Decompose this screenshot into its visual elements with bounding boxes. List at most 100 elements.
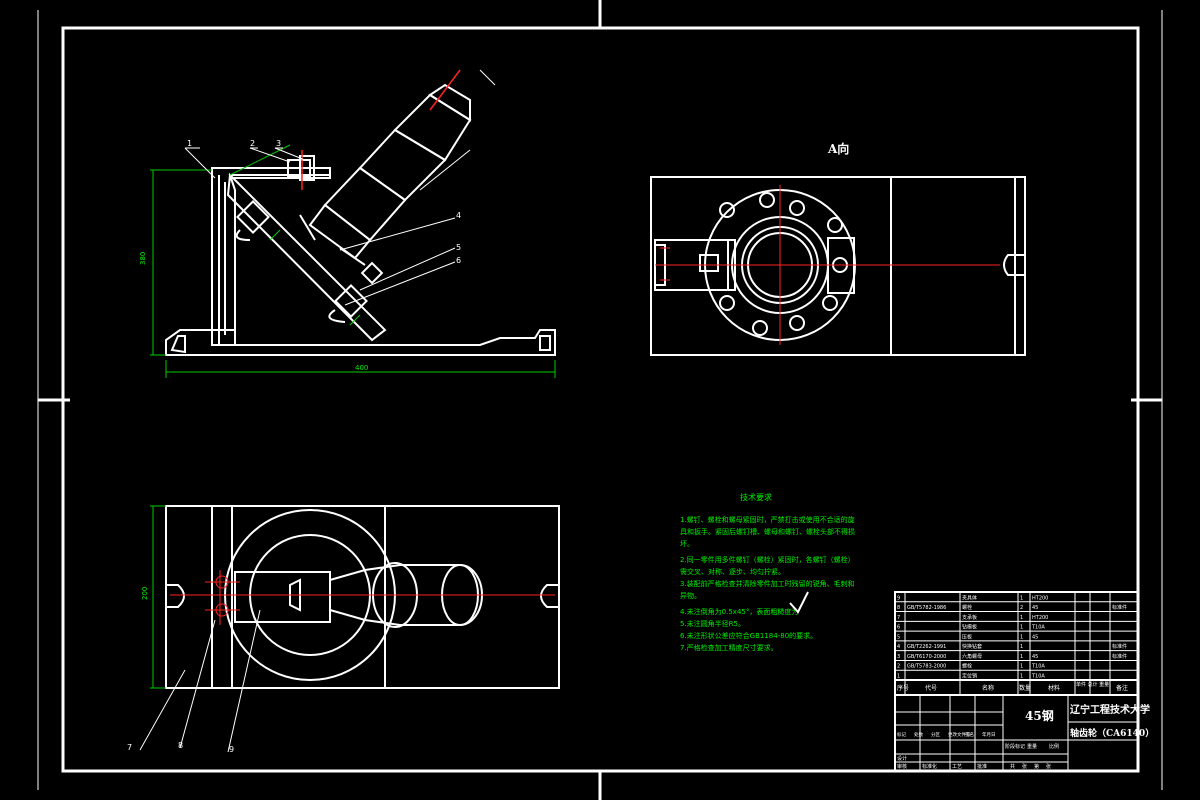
tech-note-line: 7.严格检查加工精度尺寸要求。 [680, 643, 778, 652]
hdr-name: 名称 [982, 684, 994, 692]
balloon-1: 1 [187, 139, 192, 148]
bom-seq: 4 [897, 644, 900, 650]
title-part-name: 轴齿轮（CA6140） [1070, 727, 1154, 739]
sign-label: 分区 [931, 731, 940, 738]
bom-mat: T10A [1031, 674, 1045, 680]
sign-label2: 审核 [897, 763, 907, 770]
hdr-code: 代号 [925, 684, 937, 692]
roughness-symbol [789, 591, 809, 614]
bom-mat: T10A [1031, 664, 1045, 670]
bom-remark: 标准件 [1112, 653, 1127, 660]
bom-name: 夹具体 [962, 594, 977, 601]
bom-seq: 5 [897, 634, 900, 640]
tech-note-line: 具和扳手。紧固后螺钉槽、螺母和螺钉、螺栓头部不得损 [680, 527, 855, 536]
sign-label: 处数 [914, 731, 923, 738]
sign-label: 年月日 [982, 731, 996, 738]
bom-mat: 45 [1032, 634, 1038, 640]
hdr-weight: 单件 总计 重量 [1076, 681, 1109, 688]
bom-qty: 2 [1020, 605, 1023, 611]
bom-mat: 45 [1032, 654, 1038, 660]
hdr-material: 材料 [1048, 684, 1060, 692]
bom-mat: HT200 [1032, 595, 1048, 601]
bom-qty: 1 [1020, 654, 1023, 660]
bom-qty: 1 [1020, 644, 1023, 650]
balloon-9: 9 [229, 745, 234, 754]
bom-seq: 3 [897, 654, 900, 660]
hdr-seq: 序号 [897, 684, 909, 692]
sign-label: 签名 [965, 731, 974, 738]
sign-label2: 标准化 [922, 763, 937, 770]
sheet-label: 张 [1046, 763, 1051, 770]
tech-note-line: 4.未注倒角为0.5x45°，表面粗糙度为 [680, 607, 798, 616]
balloon-6: 6 [456, 256, 461, 265]
balloon-5: 5 [456, 243, 461, 252]
balloon-7: 7 [127, 743, 132, 752]
bom-seq: 2 [897, 664, 900, 670]
tech-note-line: 2.同一零件用多件螺钉（螺栓）紧固时，各螺钉（螺栓） [680, 555, 855, 564]
bom-name: 钻模板 [962, 624, 977, 631]
bom-seq: 6 [897, 625, 900, 631]
tech-note-line: 需交叉、对称、逐步、均匀拧紧。 [680, 567, 785, 576]
tech-notes: 技术要求 1.螺钉、螺栓和螺母紧固时，严禁打击或使用不合适的旋具和扳手。紧固后螺… [680, 492, 855, 652]
bom-qty: 1 [1020, 674, 1023, 680]
bom-remark: 标准件 [1112, 643, 1127, 650]
bom-qty: 1 [1020, 615, 1023, 621]
tech-notes-title: 技术要求 [740, 492, 772, 502]
bom-seq: 7 [897, 615, 900, 621]
tech-note-line: 5.未注圆角半径R5。 [680, 619, 745, 628]
hdr-qty: 数量 [1019, 684, 1031, 692]
balloon-8: 8 [178, 741, 183, 750]
bom-seq: 1 [897, 674, 900, 680]
bom-name: 支承板 [962, 614, 977, 621]
bom-qty: 1 [1020, 634, 1023, 640]
bom-name: 压板 [962, 633, 972, 640]
bom-mat: HT200 [1032, 615, 1048, 621]
sheet-label: 张 [1022, 763, 1027, 770]
bom-name: 螺栓 [962, 663, 972, 670]
balloon-4: 4 [456, 211, 461, 220]
bom-code: GB/T2262-1991 [907, 644, 946, 650]
front-view: 380 400 1 2 3 4 5 6 [139, 69, 556, 378]
tech-note-line: 6.未注形状公差应符合GB1184-80的要求。 [680, 631, 817, 640]
bom-name: 定位销 [962, 673, 977, 680]
sign-label: 更改文件号 [948, 731, 971, 738]
bom-seq: 8 [897, 605, 900, 611]
bom-qty: 1 [1020, 595, 1023, 601]
dim-width-text: 200 [141, 587, 149, 600]
sign-label2: 工艺 [952, 764, 962, 770]
tech-note-line: 坏。 [680, 540, 694, 548]
top-view: 200 7 8 9 [127, 505, 560, 754]
title-material: 45钢 [1025, 708, 1054, 723]
sign-label2: 批准 [977, 763, 987, 770]
sheet-label: 共 [1010, 763, 1015, 770]
title-school: 辽宁工程技术大学 [1070, 703, 1150, 716]
bom-code: GB/T6170-2000 [907, 654, 946, 660]
dim-length-text: 400 [355, 364, 368, 372]
stage-label: 重量 [1027, 743, 1037, 750]
bom-mat: 45 [1032, 605, 1038, 611]
tech-note-line: 1.螺钉、螺栓和螺母紧固时，严禁打击或使用不合适的旋 [680, 515, 855, 524]
hdr-remark: 备注 [1116, 684, 1128, 692]
bom-name: 螺栓 [962, 604, 972, 611]
sheet-frame [37, 0, 1163, 800]
a-view-label: A向 [827, 141, 849, 156]
sheet-label: 第 [1034, 763, 1039, 770]
bom-seq: 9 [897, 595, 900, 601]
balloon-3: 3 [276, 139, 281, 148]
stage-label: 比例 [1049, 743, 1059, 750]
bom-code: GB/T5782-1986 [907, 605, 946, 611]
stage-label: 阶段标记 [1005, 743, 1025, 750]
tech-note-line: 异物。 [680, 591, 701, 600]
bom-remark: 标准件 [1112, 604, 1127, 611]
bom-mat: T10A [1031, 625, 1045, 631]
dim-height-text: 380 [139, 252, 147, 265]
bom-code: GB/T5783-2000 [907, 664, 946, 670]
bom-qty: 1 [1020, 664, 1023, 670]
bom-qty: 1 [1020, 625, 1023, 631]
balloon-2: 2 [250, 139, 255, 148]
title-block [894, 591, 1139, 772]
a-view: A向 [650, 141, 1026, 356]
bom-name: 六角螺母 [962, 653, 982, 660]
bom-name: 快换钻套 [962, 643, 982, 650]
